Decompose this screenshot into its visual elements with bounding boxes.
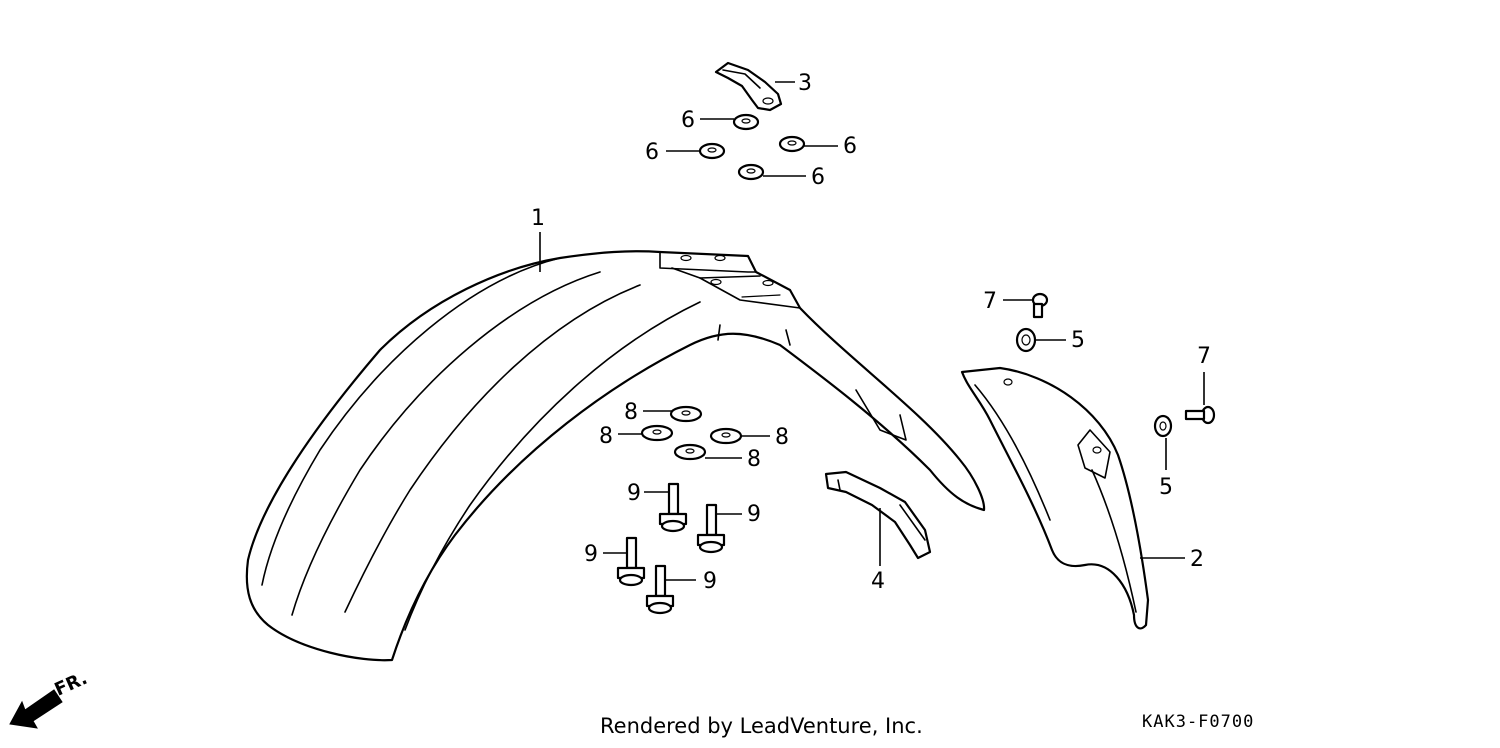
callout-9-right: 9: [747, 502, 761, 527]
callout-6-left: 6: [645, 140, 659, 165]
bolt-1[interactable]: [658, 482, 688, 533]
screw-upper[interactable]: [1031, 292, 1049, 319]
callout-numbers: 1 2 3 4 5 5 6 6 6 6 7 7 8 8 8 8 9 9 9 9: [531, 71, 1211, 594]
grommet-4[interactable]: [737, 163, 765, 181]
callout-9-bottom: 9: [703, 569, 717, 594]
callout-6-bottom: 6: [811, 165, 825, 190]
bolt-2[interactable]: [696, 503, 726, 554]
front-direction-indicator: FR.: [9, 668, 90, 729]
washer-4[interactable]: [673, 443, 707, 461]
washer-2[interactable]: [640, 424, 674, 442]
leader-lines: [539, 81, 1205, 581]
screw-side[interactable]: [1184, 405, 1216, 425]
bolt-4[interactable]: [645, 564, 675, 615]
grommet-2[interactable]: [778, 135, 806, 153]
callout-5-upper: 5: [1071, 328, 1085, 353]
callout-3: 3: [798, 71, 812, 96]
callout-9-left: 9: [584, 542, 598, 567]
callout-2: 2: [1190, 547, 1204, 572]
washer-1[interactable]: [669, 405, 703, 423]
callout-7-side: 7: [1197, 344, 1211, 369]
callout-6-right: 6: [843, 134, 857, 159]
collar-lower[interactable]: [1153, 414, 1173, 438]
washer-3[interactable]: [709, 427, 743, 445]
callout-8-bottom: 8: [747, 447, 761, 472]
callout-5-lower: 5: [1159, 475, 1173, 500]
grommet-1[interactable]: [732, 113, 760, 131]
render-credit: Rendered by LeadVenture, Inc.: [600, 714, 923, 738]
callout-9-top: 9: [627, 481, 641, 506]
callout-4: 4: [871, 569, 885, 594]
collar-upper[interactable]: [1015, 327, 1037, 353]
front-arrow-icon: [9, 689, 63, 729]
fender-stay[interactable]: [824, 470, 932, 560]
direction-label: FR.: [51, 668, 90, 701]
callout-8-left: 8: [599, 424, 613, 449]
fender-bracket-clamp[interactable]: [714, 61, 783, 112]
callout-1: 1: [531, 206, 545, 231]
diagram-code: KAK3-F0700: [1142, 712, 1255, 732]
front-fender[interactable]: [245, 250, 986, 662]
callout-7-upper: 7: [983, 289, 997, 314]
mud-guard[interactable]: [960, 366, 1150, 630]
callout-6-top: 6: [681, 108, 695, 133]
callout-8-right: 8: [775, 425, 789, 450]
bolt-3[interactable]: [616, 536, 646, 587]
grommet-3[interactable]: [698, 142, 726, 160]
callout-8-top: 8: [624, 400, 638, 425]
